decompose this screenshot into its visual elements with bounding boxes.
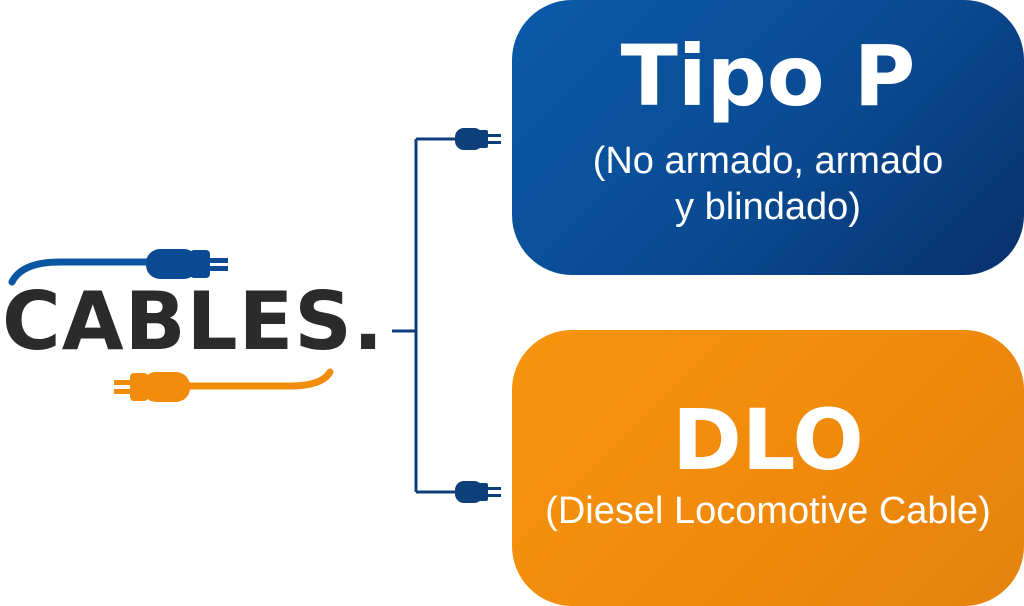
tipo-p-subtitle: (No armado, armado y blindado) [512, 138, 1024, 230]
bracket-line [392, 137, 458, 494]
logo-bottom-plug-icon [114, 368, 334, 402]
tipo-p-box: Tipo P (No armado, armado y blindado) [512, 0, 1024, 275]
logo-top-plug-icon [8, 249, 228, 286]
tipo-p-title: Tipo P [620, 27, 916, 125]
branch-top-plug-icon [455, 128, 501, 150]
dlo-subtitle-line-1: (Diesel Locomotive Cable) [545, 490, 991, 532]
dlo-title: DLO [672, 391, 864, 489]
branch-bottom-plug-icon [455, 481, 501, 503]
tipo-p-subtitle-line-1: (No armado, armado [592, 140, 944, 182]
dlo-box: DLO (Diesel Locomotive Cable) [512, 330, 1024, 606]
logo-text: CABLES. [2, 275, 385, 368]
dlo-subtitle: (Diesel Locomotive Cable) [512, 488, 1024, 534]
tipo-p-subtitle-line-2: y blindado) [675, 186, 861, 228]
